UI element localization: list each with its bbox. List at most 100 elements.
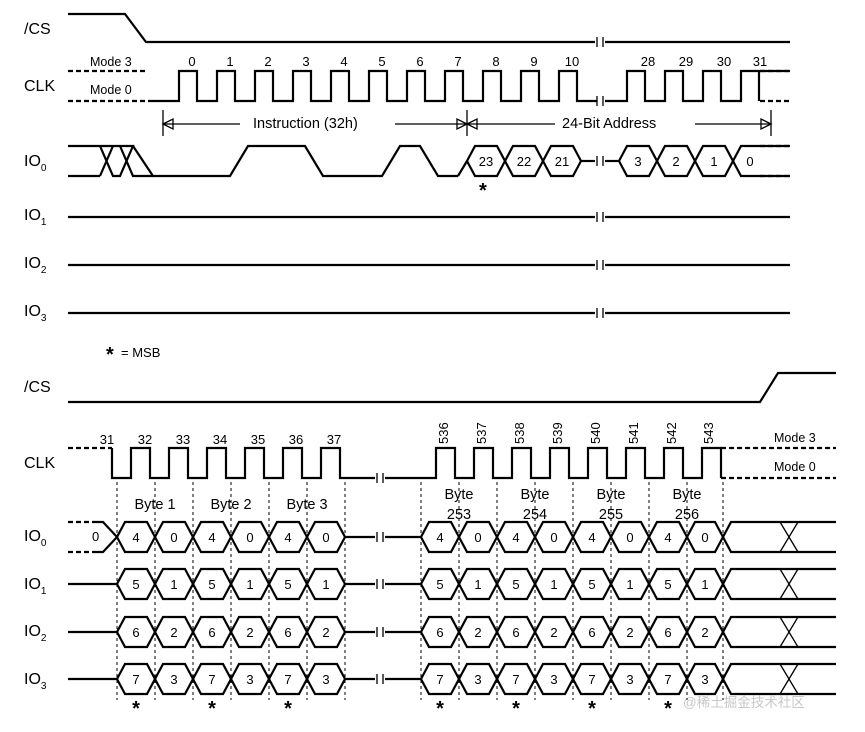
top-clock-number: 1 [226, 54, 233, 69]
top-clock-number: 9 [530, 54, 537, 69]
top-io0-pre [68, 144, 92, 178]
bottom-clock-number: 31 [100, 432, 114, 447]
top-io3-break [596, 308, 604, 318]
bottom-io0-nibble: 0 [474, 530, 481, 545]
bottom-clock-number: 540 [588, 422, 603, 444]
bottom-clock-number: 538 [512, 422, 527, 444]
top-clock-number: 31 [753, 54, 767, 69]
top-cs-label: /CS [24, 21, 51, 38]
bottom-io3-nibble: 3 [170, 672, 177, 687]
top-io0-wave [92, 144, 458, 178]
bottom-io0-nibble: 0 [626, 530, 633, 545]
bottom-io0-nibble: 0 [322, 530, 329, 545]
top-address-bit: 1 [710, 154, 717, 169]
bottom-clock-number: 541 [626, 422, 641, 444]
bottom-io3-nibble: 3 [701, 672, 708, 687]
bottom-io2-nibble: 2 [626, 625, 633, 640]
top-dimension-ticks [162, 110, 772, 136]
bottom-cs-wave [68, 371, 836, 404]
bottom-clock-number: 33 [176, 432, 190, 447]
top-clock-number: 5 [378, 54, 385, 69]
top-clock-number: 0 [188, 54, 195, 69]
bottom-io0-nibble: 0 [701, 530, 708, 545]
top-mode3-label: Mode 3 [90, 55, 132, 69]
top-instruction-arrowheads [161, 117, 469, 131]
top-msb-marker: * [479, 180, 487, 202]
top-instruction-label: Instruction (32h) [253, 116, 358, 132]
top-address-bit: 2 [672, 154, 679, 169]
bottom-byte-label: Byte [520, 487, 549, 503]
top-clock-number: 2 [264, 54, 271, 69]
bottom-io0-dontcare [779, 521, 799, 553]
bottom-msb-marker: * [284, 698, 292, 720]
bottom-clock-number: 536 [436, 422, 451, 444]
bottom-byte-number: 253 [447, 507, 471, 523]
bottom-io3-break [376, 674, 384, 684]
bottom-io2-nibble: 2 [246, 625, 253, 640]
bottom-io0-nibble: 4 [132, 530, 139, 545]
top-io0-label: IO0 [24, 153, 47, 174]
top-clock-number: 28 [641, 54, 655, 69]
bottom-io2-nibble: 6 [284, 625, 291, 640]
top-address-bit: 22 [517, 154, 531, 169]
bottom-mode3-label: Mode 3 [774, 431, 816, 445]
bottom-io0-nibble: 4 [512, 530, 519, 545]
bottom-io1-dontcare [779, 568, 799, 600]
bottom-clk-wave-tail [385, 446, 723, 480]
top-address-bit: 21 [555, 154, 569, 169]
bottom-io3-nibble: 3 [550, 672, 557, 687]
top-io2-break [596, 260, 604, 270]
bottom-io2-nibble: 2 [322, 625, 329, 640]
bottom-io2-nibble: 6 [512, 625, 519, 640]
bottom-byte-label: Byte [596, 487, 625, 503]
top-address-label: 24-Bit Address [562, 116, 656, 132]
bottom-io2-dontcare [779, 616, 799, 648]
bottom-io2-nibble: 2 [550, 625, 557, 640]
top-io0-break [596, 156, 604, 166]
bottom-clock-number: 539 [550, 422, 565, 444]
top-cs-wave [68, 12, 595, 44]
top-clock-number: 7 [454, 54, 461, 69]
bottom-io2-nibble: 2 [170, 625, 177, 640]
bottom-byte-label: Byte 1 [134, 497, 175, 513]
bottom-io3-nibble: 7 [664, 672, 671, 687]
bottom-io1-nibble: 1 [170, 577, 177, 592]
bottom-io1-nibble: 5 [132, 577, 139, 592]
bottom-io1-nibble: 1 [474, 577, 481, 592]
top-io0-end-dash [760, 144, 790, 178]
bottom-io2-label: IO2 [24, 623, 47, 644]
top-io2-label: IO2 [24, 255, 47, 276]
bottom-io3-nibble: 7 [588, 672, 595, 687]
bottom-io3-nibble: 3 [246, 672, 253, 687]
bottom-io1-nibble: 1 [550, 577, 557, 592]
bottom-io0-nibble: 0 [550, 530, 557, 545]
bottom-clock-number: 32 [138, 432, 152, 447]
bottom-io1-nibble: 5 [208, 577, 215, 592]
bottom-byte-number: 255 [599, 507, 623, 523]
top-clk-label: CLK [24, 78, 55, 95]
bottom-io1-nibble: 5 [284, 577, 291, 592]
bottom-io3-nibble: 7 [284, 672, 291, 687]
bottom-byte-number: 256 [675, 507, 699, 523]
top-address-bit: 0 [746, 154, 753, 169]
top-io0-x [92, 144, 153, 178]
bottom-io0-tail [722, 520, 836, 554]
watermark: @稀土掘金技术社区 [683, 695, 805, 710]
bottom-io0-break [376, 532, 384, 542]
bottom-io2-nibble: 2 [701, 625, 708, 640]
bottom-msb-marker: * [208, 698, 216, 720]
bottom-io3-tail [722, 662, 836, 696]
bottom-io2-nibble: 6 [588, 625, 595, 640]
bottom-io1-label: IO1 [24, 576, 47, 597]
bottom-io3-label: IO3 [24, 671, 47, 692]
top-io1-label: IO1 [24, 207, 47, 228]
bottom-io0-nibble: 4 [436, 530, 443, 545]
legend-text: = MSB [121, 345, 160, 360]
top-io0-end [732, 144, 790, 178]
bottom-clock-number: 537 [474, 422, 489, 444]
top-io1-break [596, 212, 604, 222]
bottom-io1-nibble: 1 [701, 577, 708, 592]
bottom-clock-number: 36 [289, 432, 303, 447]
bottom-clk-break [376, 473, 384, 483]
